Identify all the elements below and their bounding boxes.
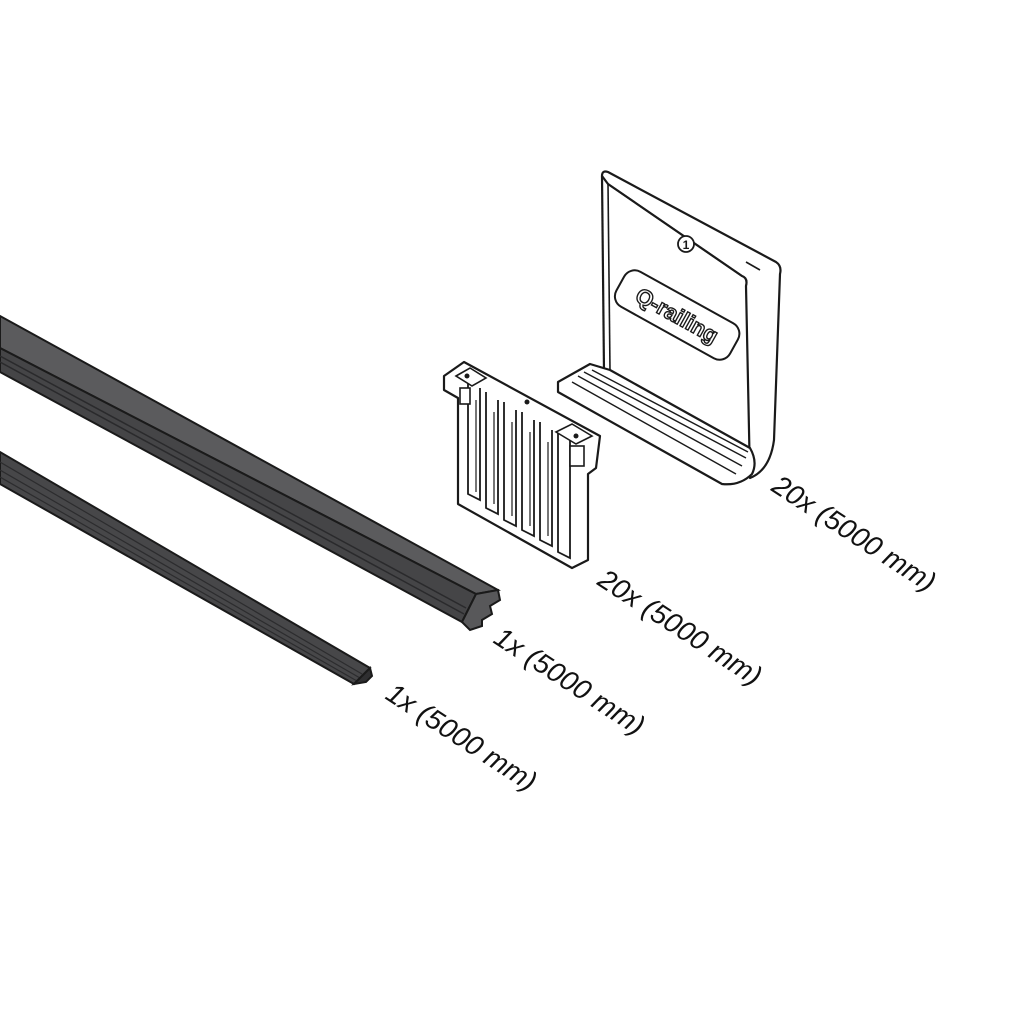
- bracket-quantity-label: 20x (5000 mm): [766, 468, 942, 597]
- base-profile-top-face: [0, 314, 501, 596]
- base-profile: [0, 314, 502, 632]
- q-railing-logo: Q-railing: [613, 269, 741, 361]
- base-profile-quantity-label: 1x (5000 mm): [489, 621, 651, 741]
- clip-block: [442, 360, 602, 570]
- rubber-strip-body: [0, 450, 372, 686]
- bracket-number-text: 1: [683, 238, 690, 252]
- bracket: 1 Q-railing: [556, 170, 782, 486]
- clip-quantity-label: 20x (5000 mm): [592, 562, 768, 691]
- rubber-strip: [0, 450, 374, 686]
- bracket-number-marker: 1: [677, 235, 695, 253]
- bracket-foot: [556, 362, 756, 486]
- base-profile-end-section: [460, 588, 502, 632]
- strip-quantity-label: 1x (5000 mm): [381, 677, 543, 797]
- rubber-strip-end: [351, 666, 374, 686]
